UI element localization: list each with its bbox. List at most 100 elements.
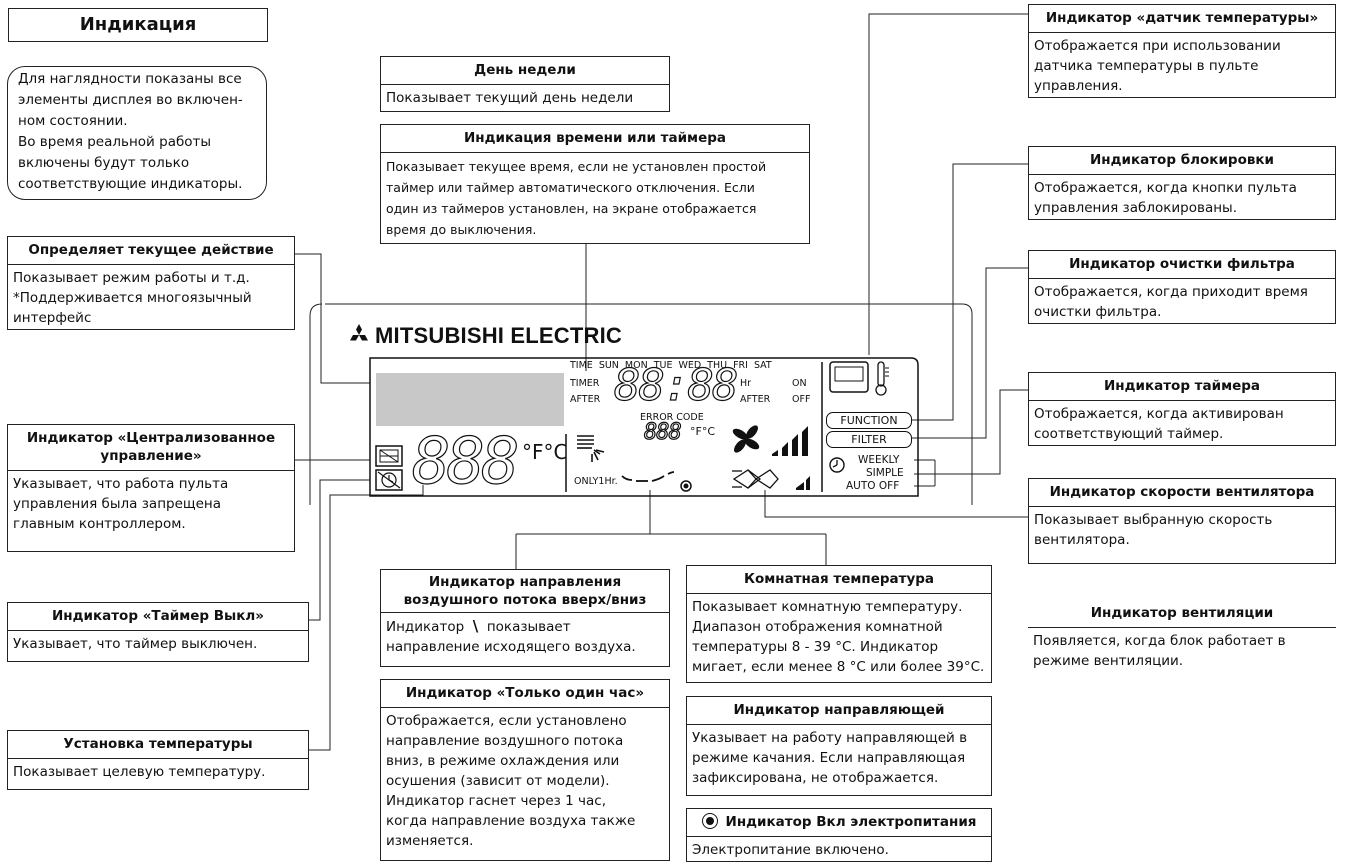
brand-logo: MITSUBISHI ELECTRIC (347, 323, 622, 349)
day-of-week-row: TIME SUN MON TUE WED THU FRI SAT (570, 360, 820, 371)
day-sat: SAT (753, 360, 772, 371)
after-off-label: AFTER (740, 394, 771, 405)
callout-line: Отображается при использовании (1034, 38, 1281, 54)
callout-line: интерфейс (13, 310, 92, 326)
callout-line: очистки фильтра. (1034, 304, 1162, 320)
set-temp-digits: 888 (411, 425, 520, 499)
airflow-direction-icon (577, 435, 605, 462)
callout-line: направление воздушного потока (386, 733, 624, 749)
note-line: Во время реальной работы (18, 134, 212, 150)
callout-body: Отображается при использовании датчика т… (1029, 33, 1335, 99)
callout-line: Электропитание включено. (692, 842, 889, 858)
filter-indicator: FILTER (826, 431, 912, 448)
callout-line: Индикатор \ показывает (386, 616, 664, 637)
airflow-arrow-icon: \ (472, 617, 479, 635)
day-sun: SUN (598, 360, 619, 371)
note-line: Для наглядности показаны все (18, 71, 242, 87)
callout-line: Показывает выбранную скорость (1034, 512, 1273, 528)
callout-header: Определяет текущее действие (8, 237, 294, 265)
callout-body: Показывает текущее время, если не устано… (381, 153, 809, 243)
on-label: ON (792, 378, 807, 389)
time-digits: 88:88 (613, 360, 739, 411)
set-temp-unit: °F°C (522, 440, 568, 464)
callout-header: Индикатор «Централизованное управление» (8, 425, 294, 471)
callout-body: Отображается, когда кнопки пульта управл… (1029, 175, 1335, 221)
day-mon: MON (624, 360, 648, 371)
callout-body: Показывает выбранную скорость вентилятор… (1029, 507, 1335, 553)
callout-line: Появляется, когда блок работает в (1033, 633, 1286, 649)
callout-timer-off: Индикатор «Таймер Выкл» Указывает, что т… (7, 602, 309, 662)
callout-line: управления была запрещена (13, 496, 222, 512)
callout-line: Отображается, когда активирован (1034, 406, 1284, 422)
callout-line: мигает, если менее 8 °C или более 39°C. (692, 659, 985, 675)
timer-label: TIMER (570, 378, 600, 389)
callout-line: вниз, в режиме охлаждения или (386, 753, 620, 769)
vane-swing-icon (621, 471, 692, 492)
note-line: соответствующие индикаторы. (18, 176, 243, 192)
callout-line: Показывает режим работы и т.д. (13, 270, 250, 286)
callout-line: Указывает на работу направляющей в (692, 730, 968, 746)
after-label: AFTER (570, 394, 601, 405)
error-code-label: ERROR CODE (640, 412, 704, 423)
callout-line: соответствующий таймер. (1034, 426, 1224, 442)
callout-header: Индикатор направления воздушного потока … (381, 570, 669, 613)
callout-body: Указывает, что работа пульта управления … (8, 471, 294, 537)
timer-clock-icon (829, 457, 845, 473)
function-lock-indicator: FUNCTION (826, 412, 912, 429)
day-thu: THU (707, 360, 728, 371)
callout-line: Показывает текущее время, если не устано… (386, 159, 767, 174)
callout-header: Индикатор блокировки (1029, 147, 1335, 175)
callout-line: Указывает, что таймер выключен. (13, 636, 258, 652)
callout-line: режиме вентиляции. (1033, 653, 1184, 669)
callout-line: таймер или таймер автоматического отключ… (386, 180, 755, 195)
callout-line: управления. (1034, 78, 1123, 94)
callout-header: Индикация времени или таймера (381, 125, 809, 153)
callout-power: Индикатор Вкл электропитания Электропита… (686, 808, 992, 862)
note-line: ном состоянии. (18, 113, 128, 129)
callout-header: Индикатор очистки фильтра (1029, 251, 1335, 279)
room-temp-digits: 888 (643, 420, 682, 445)
callout-line: Отображается, когда приходит время (1034, 284, 1308, 300)
callout-header-line: воздушного потока вверх/вниз (403, 592, 647, 608)
callout-line: осушения (зависит от модели). (386, 773, 610, 789)
callout-header: Индикатор вентиляции (1028, 600, 1336, 628)
callout-fan-speed: Индикатор скорости вентилятора Показывае… (1028, 478, 1336, 564)
callout-current-action: Определяет текущее действие Показывает р… (7, 236, 295, 330)
callout-line: Указывает, что работа пульта (13, 476, 229, 492)
callout-only-one-hour: Индикатор «Только один час» Отображается… (380, 679, 670, 861)
callout-header: Индикатор «датчик температуры» (1029, 5, 1335, 33)
callout-line: *Поддерживается многоязычный (13, 290, 252, 306)
callout-body: Отображается, когда активирован соответс… (1029, 401, 1335, 447)
brand-text: MITSUBISHI ELECTRIC (375, 323, 623, 348)
room-temp-unit: °F°C (690, 425, 716, 438)
callout-time-timer: Индикация времени или таймера Показывает… (380, 124, 810, 244)
callout-header: Установка температуры (8, 731, 308, 759)
callout-airflow-direction: Индикатор направления воздушного потока … (380, 569, 670, 667)
callout-header: День недели (381, 57, 669, 85)
callout-filter: Индикатор очистки фильтра Отображается, … (1028, 250, 1336, 324)
callout-header: Индикатор «Таймер Выкл» (8, 603, 308, 631)
time-label: TIME (570, 360, 593, 371)
callout-line: один из таймеров установлен, на экране о… (386, 201, 757, 216)
callout-line: изменяется. (386, 833, 474, 849)
callout-header: Индикатор скорости вентилятора (1029, 479, 1335, 507)
note-box: Для наглядности показаны все элементы ди… (7, 66, 267, 200)
callout-temp-sensor: Индикатор «датчик температуры» Отображае… (1028, 4, 1336, 98)
callout-text: показывает (486, 619, 571, 635)
day-wed: WED (678, 360, 702, 371)
callout-body: Указывает на работу направляющей в режим… (687, 725, 991, 791)
power-dot-outline (680, 480, 692, 492)
callout-header: Индикатор таймера (1029, 373, 1335, 401)
callout-line: вентилятора. (1034, 532, 1130, 548)
callout-line: Диапазон отображения комнатной (692, 619, 943, 635)
callout-line: когда направление воздуха также (386, 813, 636, 829)
temperature-sensor-icon (829, 361, 889, 396)
callout-line: датчика температуры в пульте (1034, 58, 1259, 74)
callout-line: Показывает комнатную температуру. (692, 599, 963, 615)
callout-line: температуры 8 - 39 °C. Индикатор (692, 639, 939, 655)
callout-header: Индикатор направляющей (687, 697, 991, 725)
callout-body: Индикатор \ показывает направление исход… (381, 613, 669, 660)
callout-line: Отображается, если установлено (386, 713, 627, 729)
callout-line: Отображается, когда кнопки пульта (1034, 180, 1297, 196)
